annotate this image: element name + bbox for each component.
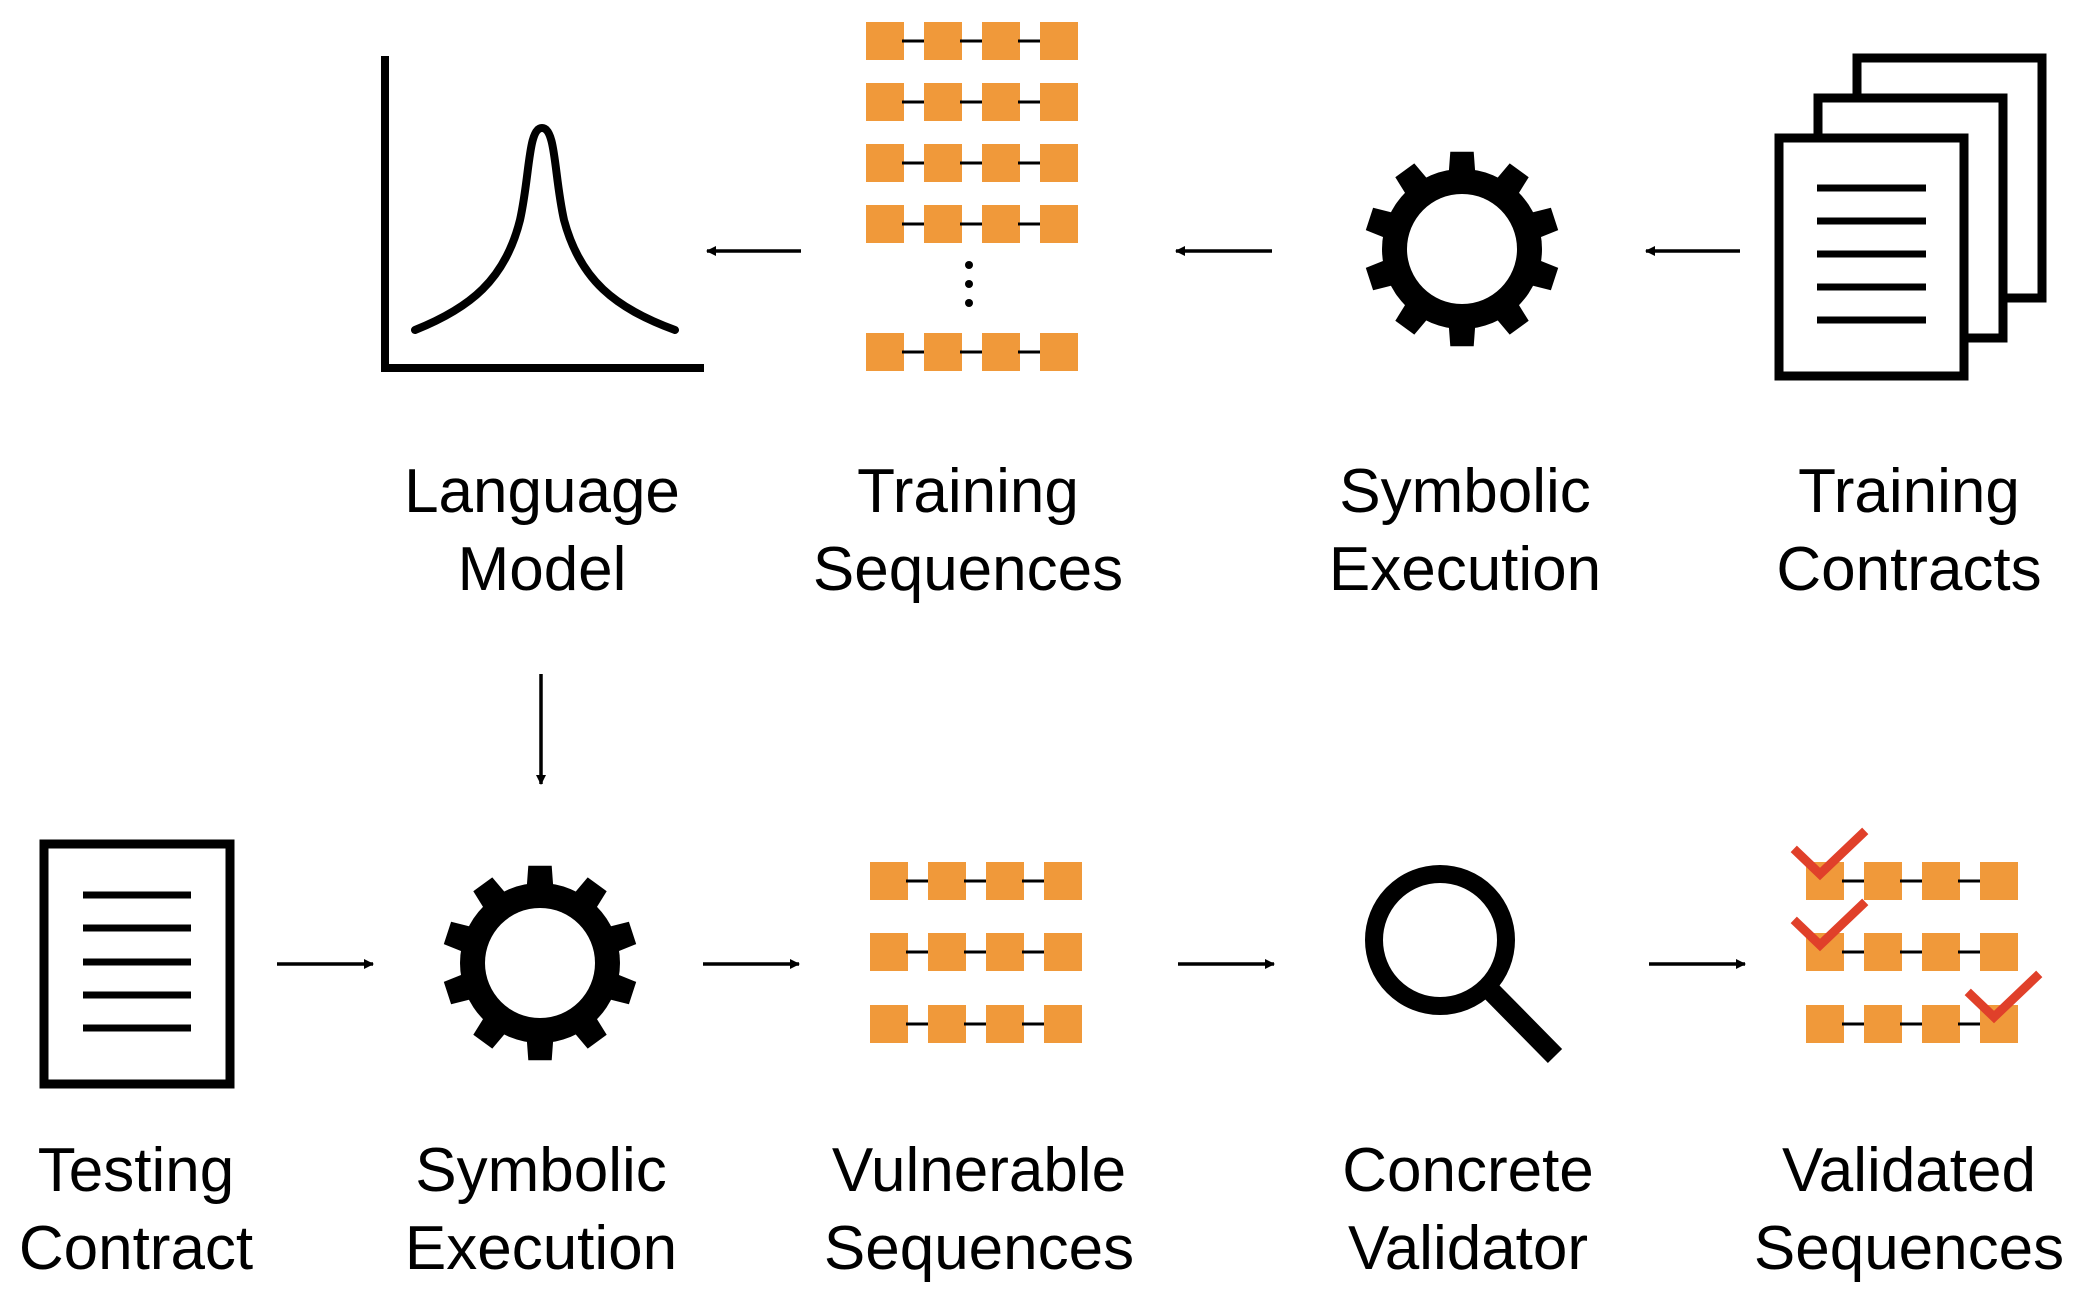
sequence-row-1 bbox=[870, 862, 1082, 900]
sequence-list-icon bbox=[870, 862, 1082, 1043]
sequence-row-4 bbox=[866, 205, 1078, 243]
language-model-label: Language Model bbox=[352, 453, 732, 609]
symbolic-execution-bottom-label: Symbolic Execution bbox=[351, 1132, 731, 1288]
symbolic-execution-top-label-line2: Execution bbox=[1328, 535, 1602, 604]
sequence-row-1 bbox=[866, 22, 1078, 60]
checked-sequence-list-icon bbox=[1790, 827, 2043, 1043]
symbolic-execution-bottom-label-line1: Symbolic bbox=[415, 1136, 667, 1205]
document-icon bbox=[39, 839, 235, 1089]
checkmark-icon bbox=[1790, 898, 1869, 952]
distribution-curve-icon bbox=[381, 56, 704, 372]
training-contracts-label: Training Contracts bbox=[1719, 453, 2078, 609]
magnifier-icon bbox=[1365, 865, 1563, 1064]
symbolic-execution-top-label-line1: Symbolic bbox=[1339, 457, 1591, 526]
vulnerable-sequences-label-line2: Sequences bbox=[823, 1214, 1135, 1283]
sequence-row-3 bbox=[870, 1005, 1082, 1043]
document-stack-icon bbox=[1774, 53, 2047, 381]
training-contracts-label-line1: Training bbox=[1798, 457, 2020, 526]
validated-sequences-label: Validated Sequences bbox=[1719, 1132, 2078, 1288]
vulnerable-sequences-label-line1: Vulnerable bbox=[831, 1136, 1127, 1205]
sequence-row-1 bbox=[1806, 862, 2018, 900]
symbolic-execution-top-label: Symbolic Execution bbox=[1275, 453, 1655, 609]
testing-contract-label-line1: Testing bbox=[37, 1136, 235, 1205]
symbolic-execution-bottom-label-line2: Execution bbox=[404, 1214, 678, 1283]
ellipsis-icon bbox=[965, 261, 973, 307]
gear-icon bbox=[1365, 151, 1559, 347]
gear-icon bbox=[443, 865, 637, 1061]
vulnerable-sequences-label: Vulnerable Sequences bbox=[789, 1132, 1169, 1288]
sequence-row-2 bbox=[1806, 933, 2018, 971]
language-model-label-line1: Language bbox=[404, 457, 680, 526]
training-contracts-label-line2: Contracts bbox=[1776, 535, 2042, 604]
testing-contract-label: Testing Contract bbox=[0, 1132, 326, 1288]
checkmark-icon bbox=[1790, 827, 1869, 881]
training-sequences-label: Training Sequences bbox=[778, 453, 1158, 609]
sequence-row-last bbox=[866, 333, 1078, 371]
testing-contract-label-line2: Contract bbox=[18, 1214, 254, 1283]
training-sequences-label-line2: Sequences bbox=[812, 535, 1124, 604]
sequence-row-3 bbox=[866, 144, 1078, 182]
checkmark-icon bbox=[1964, 970, 2043, 1024]
sequence-row-2 bbox=[870, 933, 1082, 971]
flow-arrows bbox=[277, 246, 1746, 969]
concrete-validator-label-line2: Validator bbox=[1347, 1214, 1589, 1283]
concrete-validator-label: Concrete Validator bbox=[1278, 1132, 1658, 1288]
validated-sequences-label-line2: Sequences bbox=[1753, 1214, 2065, 1283]
validated-sequences-label-line1: Validated bbox=[1782, 1136, 2036, 1205]
sequence-row-2 bbox=[866, 83, 1078, 121]
sequence-row-3 bbox=[1806, 1005, 2018, 1043]
concrete-validator-label-line1: Concrete bbox=[1342, 1136, 1594, 1205]
language-model-label-line2: Model bbox=[457, 535, 627, 604]
sequence-list-icon bbox=[866, 22, 1078, 371]
training-sequences-label-line1: Training bbox=[857, 457, 1079, 526]
